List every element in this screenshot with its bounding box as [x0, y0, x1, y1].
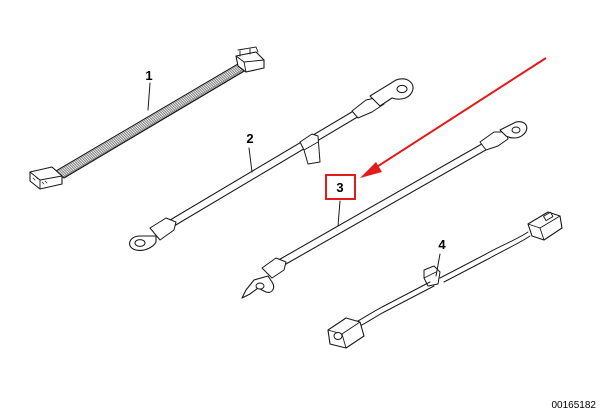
callout-3: 3 [336, 180, 343, 195]
wire-harness-with-plugs-icon[interactable] [327, 211, 563, 349]
pointer-arrow-icon [360, 57, 547, 178]
highlight-box [325, 174, 356, 200]
ring-terminal-cable-highlighted-icon[interactable] [241, 121, 528, 299]
callout-4: 4 [438, 237, 446, 252]
callout-2: 2 [246, 131, 253, 146]
ring-terminal-cable-with-clip-icon[interactable] [129, 78, 414, 251]
ribbon-cable-with-connectors-icon[interactable] [29, 46, 265, 190]
document-number: 00165182 [552, 400, 597, 411]
callout-1: 1 [145, 68, 152, 83]
